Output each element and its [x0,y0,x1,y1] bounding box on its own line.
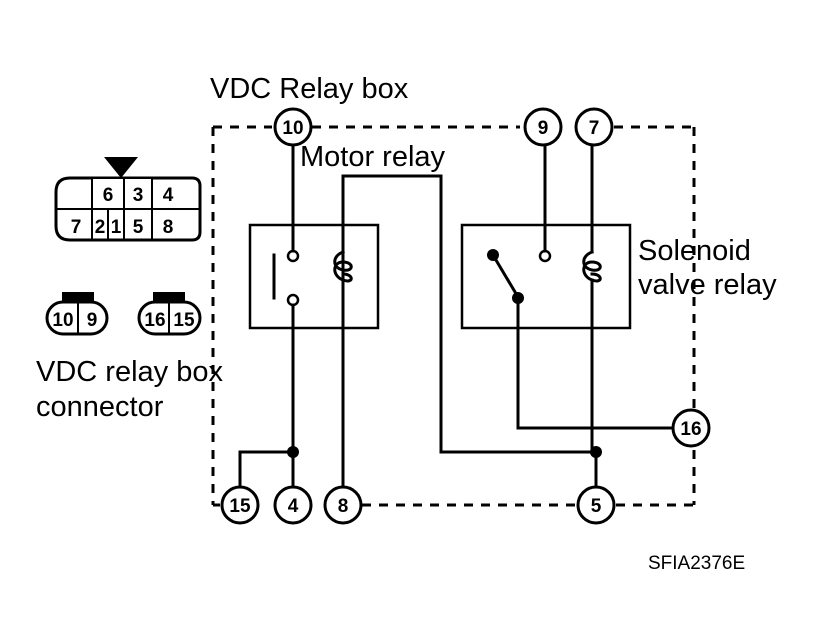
motor-relay-housing [248,223,380,330]
connector-caption-line1: VDC relay box [36,356,223,388]
svg-text:15: 15 [229,496,251,517]
connector-pin-6: 6 [103,185,114,206]
terminal-16: 16 [671,408,711,448]
motor-relay: Motor relay [248,141,446,330]
connector-pin-5: 5 [133,217,144,238]
junction-dot-5 [590,446,602,458]
diagram-title: VDC Relay box [210,73,409,105]
solenoid-relay-coil-icon [582,250,602,283]
connector-lock-tab-icon [153,292,185,302]
svg-text:10: 10 [282,118,303,139]
connector-small-16-15: 16 15 [137,292,202,336]
connector-caption-line2: connector [36,391,164,423]
terminal-7: 7 [574,107,614,147]
connector-main-face: 6 3 4 7 2 1 5 8 [54,157,202,242]
connector-pin-4: 4 [163,185,174,206]
connector-pin-1: 1 [111,217,122,238]
solenoid-relay-label-line1: Solenoid [638,235,751,267]
connector-pin-8: 8 [163,217,174,238]
terminal-5: 5 [576,485,616,525]
connector-lock-tab-icon [62,292,94,302]
wiring [238,143,676,489]
connector-pin-15: 15 [173,310,195,331]
connector-pin-3: 3 [133,185,144,206]
connector-small-10-9: 10 9 [45,292,109,336]
relay-box-boundary [211,125,696,507]
terminal-10: 10 [273,107,313,147]
figure-code: SFIA2376E [648,553,745,574]
svg-text:9: 9 [538,118,549,139]
terminal-8: 8 [323,485,363,525]
svg-text:4: 4 [288,496,299,517]
connector-pin-2: 2 [95,217,106,238]
terminal-4: 4 [273,485,313,525]
connector-pin-7: 7 [71,217,82,238]
connector-pin-9: 9 [87,310,98,331]
svg-text:5: 5 [591,496,602,517]
junction-dot-4 [287,446,299,458]
motor-relay-label: Motor relay [300,141,446,173]
solenoid-relay-switch-arm [490,252,521,300]
svg-text:16: 16 [680,419,701,440]
svg-text:8: 8 [338,496,349,517]
terminal-15: 15 [220,485,260,525]
solenoid-valve-relay: Solenoid valve relay [460,223,777,330]
connector-lock-tab-icon [104,157,138,178]
svg-text:7: 7 [589,118,600,139]
solenoid-relay-label-line2: valve relay [638,269,777,301]
connector-pin-16: 16 [144,310,165,331]
connector-pin-10: 10 [52,310,73,331]
terminal-9: 9 [523,107,563,147]
